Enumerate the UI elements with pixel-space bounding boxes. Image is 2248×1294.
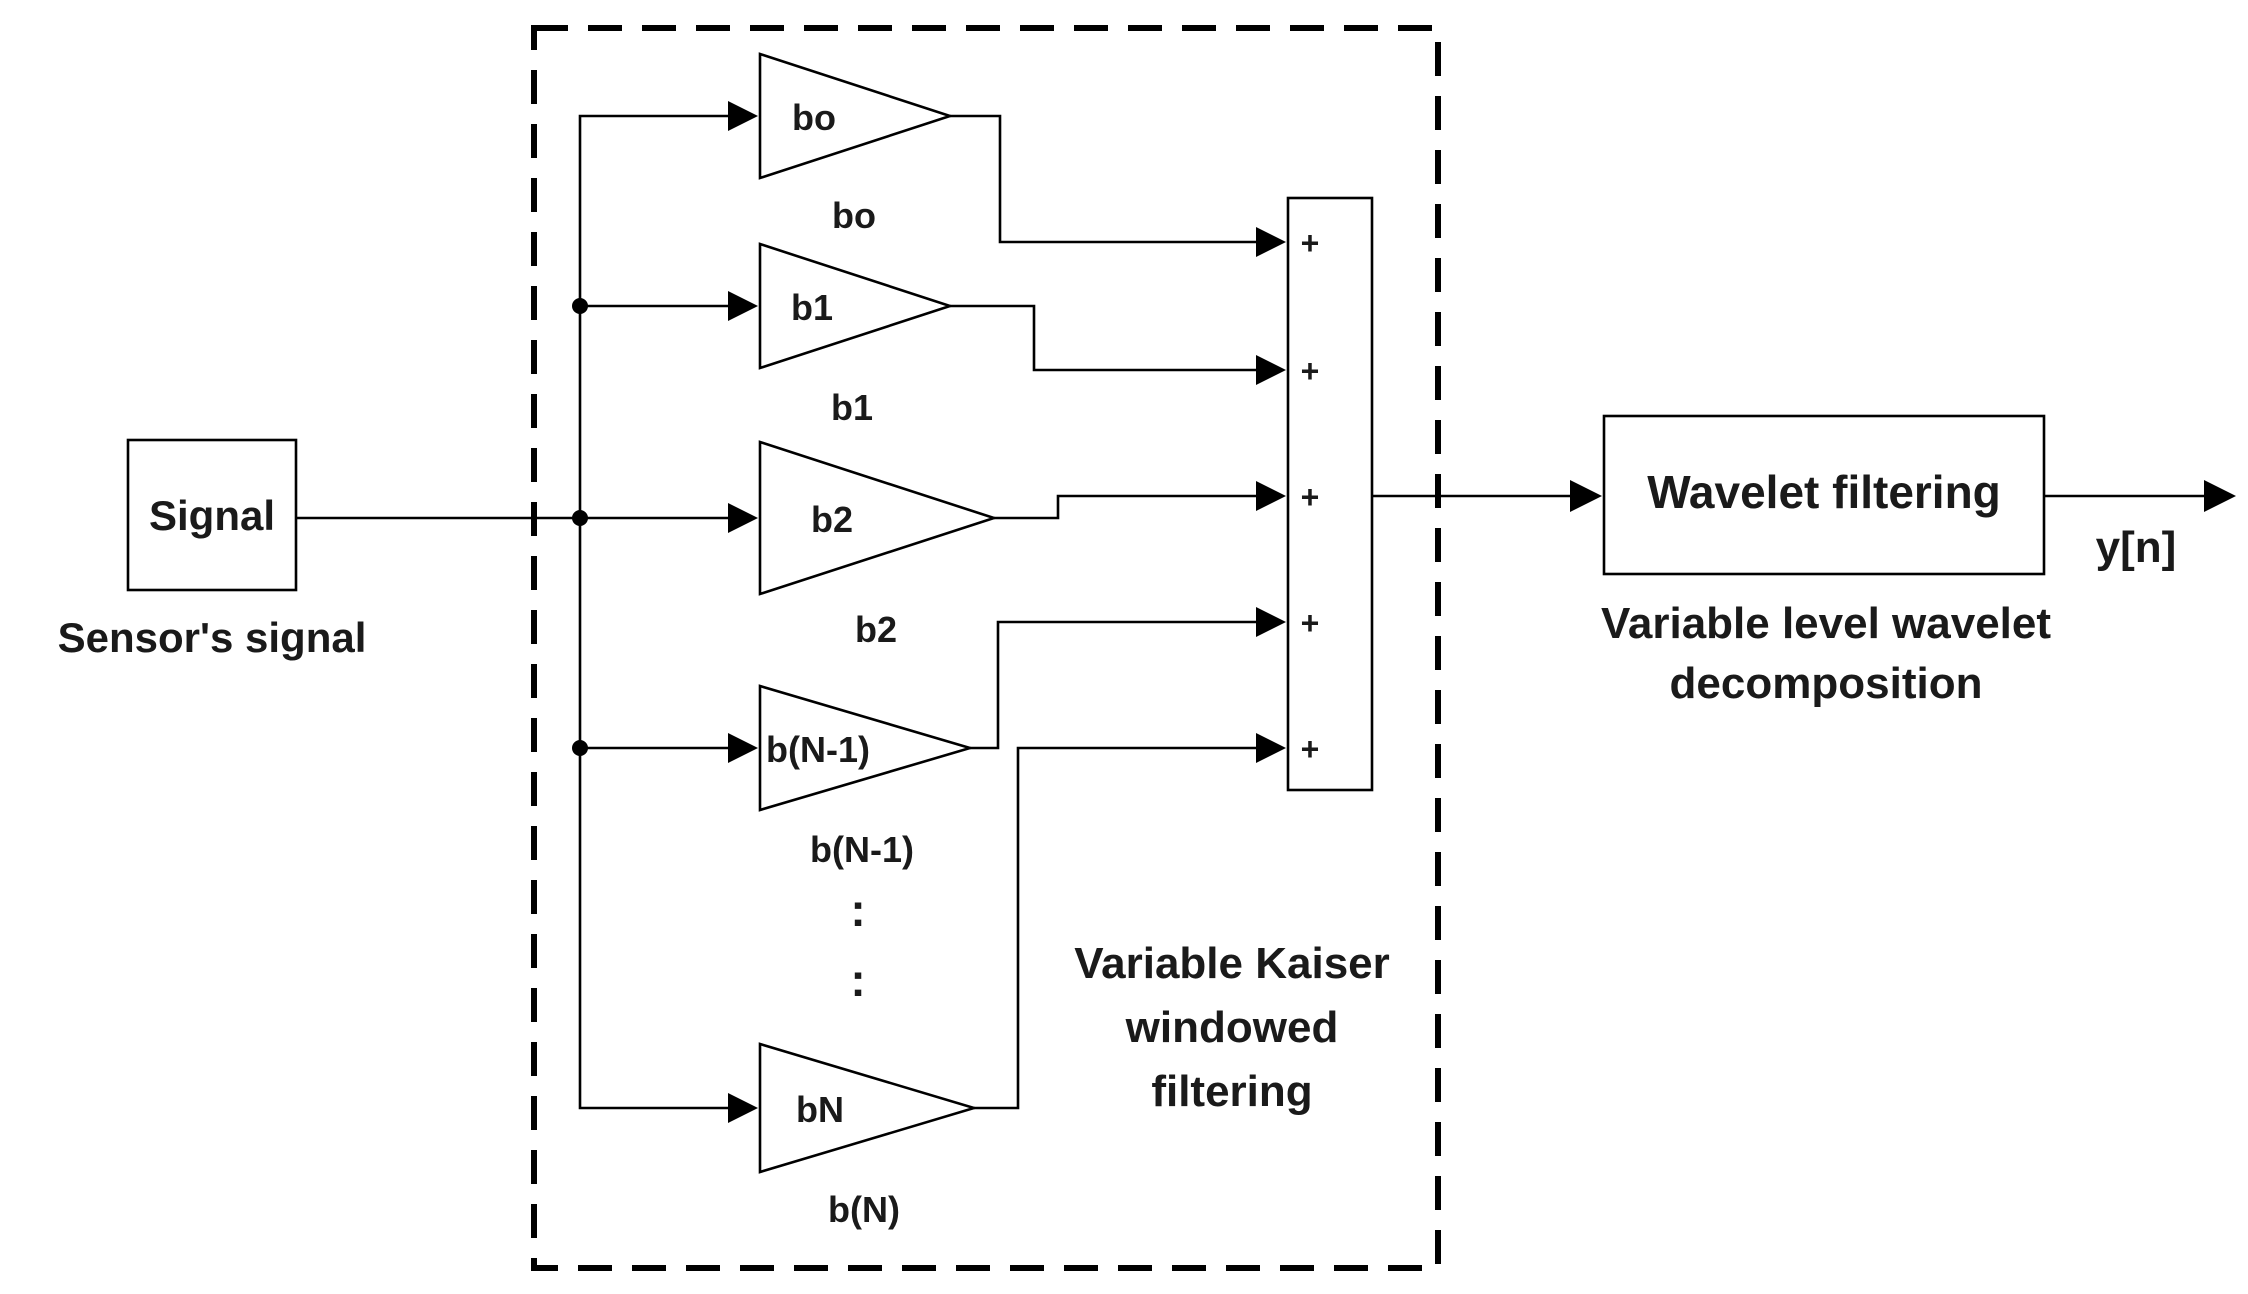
- gain-b1-inner-label: b1: [791, 287, 833, 328]
- arrow-into-gain-b2: [728, 503, 758, 533]
- output-arrow: [2204, 480, 2236, 512]
- wavelet-filter-label: Wavelet filtering: [1647, 466, 2001, 518]
- gain-bn-1-caption: b(N-1): [810, 829, 914, 870]
- gain-block-b1[interactable]: [758, 242, 955, 370]
- distribution-bus: [578, 114, 732, 1110]
- arrow-into-sum: [1256, 733, 1286, 763]
- gain-bn-inner-label: bN: [796, 1089, 844, 1130]
- kaiser-filter-subsystem-boundary: [531, 25, 1441, 1271]
- wire-b1-to-sum: [950, 304, 1260, 372]
- sum-plus-sign: +: [1301, 731, 1320, 767]
- sum-plus-sign: +: [1301, 225, 1320, 261]
- sum-plus-sign: +: [1301, 479, 1320, 515]
- sum-block[interactable]: [1286, 196, 1374, 792]
- wavelet-caption-line-1: Variable level wavelet: [1601, 599, 2051, 648]
- gain-b1-caption: b1: [831, 387, 873, 428]
- wire-bn-1-to-sum: [970, 620, 1260, 750]
- arrow-into-wavelet: [1570, 480, 1602, 512]
- junction-dot: [572, 298, 588, 314]
- arrow-into-sum: [1256, 227, 1286, 257]
- wire-b2-to-sum: [994, 494, 1260, 520]
- junction-dot: [572, 510, 588, 526]
- gain-bo-inner-label: bo: [792, 97, 836, 138]
- output-label: y[n]: [2096, 523, 2177, 572]
- gain-block-bo[interactable]: [758, 52, 955, 180]
- arrow-into-gain-bo: [728, 101, 758, 131]
- signal-source-block[interactable]: [126, 438, 298, 592]
- gain-bn-1-inner-label: b(N-1): [766, 729, 870, 770]
- sum-plus-sign: +: [1301, 605, 1320, 641]
- arrow-into-sum: [1256, 355, 1286, 385]
- wire-bo-to-sum: [950, 114, 1260, 244]
- arrow-into-sum: [1256, 607, 1286, 637]
- arrow-into-sum: [1256, 481, 1286, 511]
- ellipsis-dots: :: [850, 884, 865, 936]
- kaiser-filter-caption-line-2: windowed: [1125, 1003, 1339, 1052]
- wire-bn-to-sum: [974, 746, 1260, 1110]
- wavelet-caption-line-2: decomposition: [1670, 659, 1983, 708]
- kaiser-filter-caption-line-3: filtering: [1151, 1067, 1312, 1116]
- gain-b2-caption: b2: [855, 609, 897, 650]
- sum-plus-sign: +: [1301, 353, 1320, 389]
- arrow-into-gain-bn-1: [728, 733, 758, 763]
- gain-bo-caption: bo: [832, 195, 876, 236]
- signal-source-label: Signal: [149, 492, 275, 539]
- gain-block-bn[interactable]: [758, 1042, 979, 1174]
- junction-dot: [572, 740, 588, 756]
- gain-b2-inner-label: b2: [811, 499, 853, 540]
- ellipsis-dots: :: [850, 954, 865, 1006]
- kaiser-filter-caption-line-1: Variable Kaiser: [1074, 939, 1390, 988]
- arrow-into-gain-bn: [728, 1093, 758, 1123]
- arrow-into-gain-b1: [728, 291, 758, 321]
- wavelet-filter-block[interactable]: [1602, 414, 2046, 576]
- sensor-signal-caption: Sensor's signal: [58, 614, 367, 661]
- gain-block-bn-1[interactable]: [758, 684, 975, 812]
- gain-block-b2[interactable]: [758, 440, 999, 596]
- gain-bn-caption: b(N): [828, 1189, 900, 1230]
